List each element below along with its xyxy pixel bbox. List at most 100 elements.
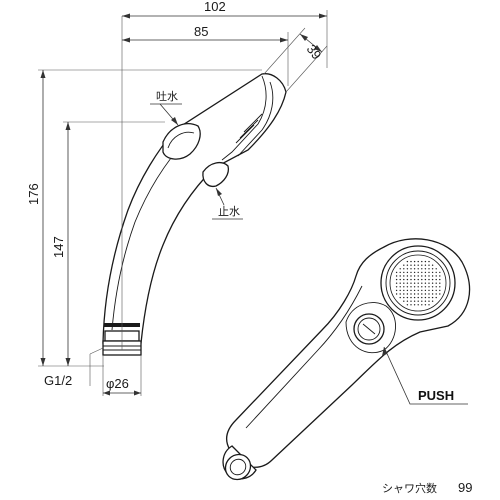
dim-diameter: φ26 — [106, 376, 129, 391]
spray-hole — [421, 286, 423, 288]
spray-hole — [428, 293, 430, 295]
spray-hole — [439, 271, 441, 274]
spray-hole — [421, 282, 423, 284]
spray-hole — [439, 286, 441, 288]
spray-hole — [421, 278, 423, 281]
spray-hole — [399, 278, 401, 281]
spray-hole — [410, 268, 412, 270]
spray-hole — [410, 260, 412, 263]
spray-hole — [435, 268, 437, 270]
dim-overall-height: 176 — [26, 183, 41, 205]
spray-hole — [413, 286, 416, 288]
side-head-face — [221, 75, 267, 161]
spray-hole — [421, 260, 423, 263]
spray-hole — [417, 282, 419, 284]
spray-hole — [406, 282, 409, 284]
spray-hole — [428, 300, 430, 302]
spray-hole — [421, 300, 423, 302]
dim-head-depth: 39 — [304, 42, 325, 63]
spray-hole — [424, 296, 427, 299]
spray-hole — [410, 300, 412, 302]
spray-hole — [410, 271, 412, 274]
spray-hole — [417, 260, 419, 263]
spray-button[interactable] — [162, 123, 201, 160]
spray-hole — [406, 264, 409, 266]
spray-hole — [421, 296, 423, 299]
spray-hole — [428, 264, 430, 266]
spray-hole — [417, 268, 419, 270]
spray-hole — [399, 282, 401, 284]
spray-hole — [403, 271, 405, 274]
spray-hole — [421, 271, 423, 274]
stop-button[interactable] — [202, 161, 230, 188]
callout-spray: 吐水 — [156, 90, 178, 103]
spray-hole — [403, 278, 405, 281]
spray-hole — [399, 268, 401, 270]
spray-hole — [435, 293, 437, 295]
front-body-contour — [245, 285, 363, 429]
spray-hole — [435, 275, 437, 277]
side-head-face-inner — [237, 81, 274, 157]
spray-hole — [395, 278, 398, 281]
spray-hole — [413, 289, 416, 292]
spray-hole — [413, 282, 416, 284]
spray-hole — [431, 275, 434, 277]
spray-hole — [406, 271, 409, 274]
dim-overall-width: 102 — [204, 0, 226, 14]
shower-hole-count: 99 — [458, 480, 472, 495]
spray-hole — [403, 275, 405, 277]
shower-hole-label: シャワ穴数 — [382, 481, 437, 495]
spray-hole — [410, 289, 412, 292]
spray-hole — [413, 268, 416, 270]
spray-hole — [417, 264, 419, 266]
spray-hole — [424, 278, 427, 281]
spray-hole — [431, 296, 434, 299]
spray-hole — [413, 293, 416, 295]
spray-hole — [406, 275, 409, 277]
spray-hole — [395, 286, 398, 288]
spray-hole — [399, 275, 401, 277]
side-nozzle-strip — [235, 113, 263, 144]
spray-holes — [395, 260, 441, 306]
spray-hole — [417, 304, 419, 306]
spray-hole — [424, 271, 427, 274]
spray-hole — [428, 278, 430, 281]
spray-hole — [413, 278, 416, 281]
spray-hole — [439, 293, 441, 295]
spray-hole — [417, 278, 419, 281]
push-button[interactable] — [353, 313, 385, 345]
spray-hole — [431, 289, 434, 292]
spray-hole — [413, 304, 416, 306]
spray-hole — [399, 286, 401, 288]
push-button-recess — [345, 302, 396, 354]
spray-hole — [435, 296, 437, 299]
spray-hole — [428, 260, 430, 263]
spray-hole — [417, 286, 419, 288]
spray-hole — [399, 296, 401, 299]
spray-hole — [424, 293, 427, 295]
spray-hole — [424, 264, 427, 266]
spray-hole — [395, 275, 398, 277]
spray-hole — [417, 289, 419, 292]
spray-hole — [435, 282, 437, 284]
spray-hole — [406, 260, 409, 263]
side-handle-contour — [111, 139, 187, 331]
spray-hole — [439, 278, 441, 281]
spray-hole — [424, 300, 427, 302]
spray-hole — [428, 282, 430, 284]
spray-hole — [406, 278, 409, 281]
push-leader — [383, 346, 468, 405]
side-view: 102 85 39 176 147 G1/2 — [26, 0, 328, 396]
spray-hole — [421, 293, 423, 295]
dim-handle-height: 147 — [51, 236, 66, 258]
spray-hole — [439, 275, 441, 277]
spray-hole — [431, 286, 434, 288]
spray-hole — [435, 271, 437, 274]
spray-hole — [399, 271, 401, 274]
spray-hole — [406, 286, 409, 288]
spray-hole — [435, 278, 437, 281]
spray-hole — [406, 289, 409, 292]
spray-hole — [431, 271, 434, 274]
spray-hole — [435, 286, 437, 288]
